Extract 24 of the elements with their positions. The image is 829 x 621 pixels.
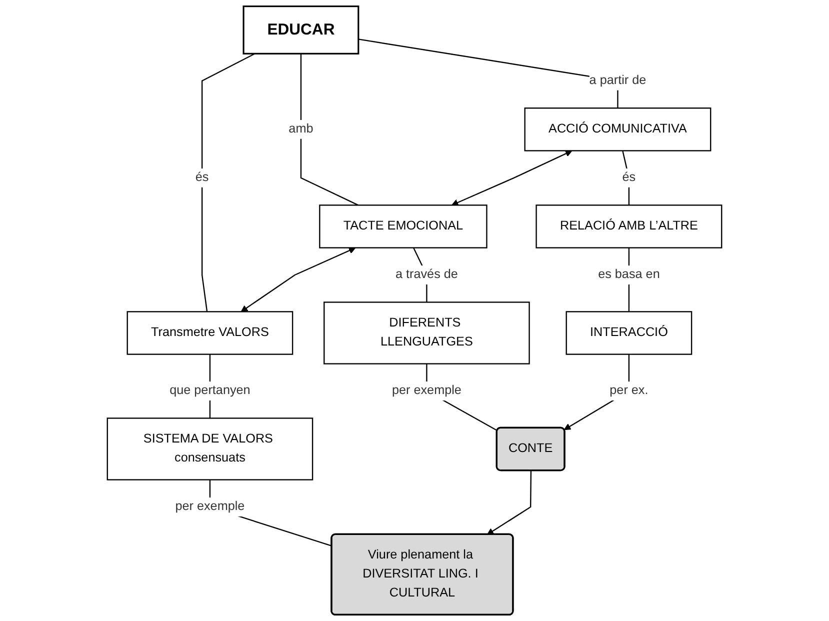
connector bbox=[300, 54, 359, 206]
node-box: ACCIÓ COMUNICATIVA bbox=[524, 108, 712, 152]
edge-label: a través de bbox=[395, 268, 458, 282]
node-box: Transmetre VALORS bbox=[126, 311, 294, 355]
edge-label: és bbox=[622, 170, 636, 184]
edge-label: per ex. bbox=[610, 384, 648, 398]
node-box: SISTEMA DE VALORS consensuats bbox=[106, 418, 314, 480]
edge-label: que pertanyen bbox=[170, 384, 250, 398]
edge-label: es basa en bbox=[598, 268, 660, 282]
arrow bbox=[486, 470, 532, 535]
connector bbox=[201, 53, 256, 312]
connector bbox=[622, 150, 630, 206]
node-box: EDUCAR bbox=[242, 6, 360, 54]
edge-label: és bbox=[195, 170, 209, 184]
edge-label: a partir de bbox=[589, 74, 646, 88]
arrow bbox=[240, 247, 356, 312]
edge-label: per exemple bbox=[392, 384, 462, 398]
node-box: INTERACCIÓ bbox=[566, 311, 692, 355]
edge-label: per exemple bbox=[175, 500, 245, 514]
node-box: TACTE EMOCIONAL bbox=[319, 204, 488, 248]
edge-label: amb bbox=[288, 122, 314, 136]
arrow bbox=[451, 150, 572, 206]
node-box: RELACIÓ AMB L’ALTRE bbox=[536, 204, 722, 248]
node-box: DIFERENTS LLENGUATGES bbox=[324, 302, 530, 364]
